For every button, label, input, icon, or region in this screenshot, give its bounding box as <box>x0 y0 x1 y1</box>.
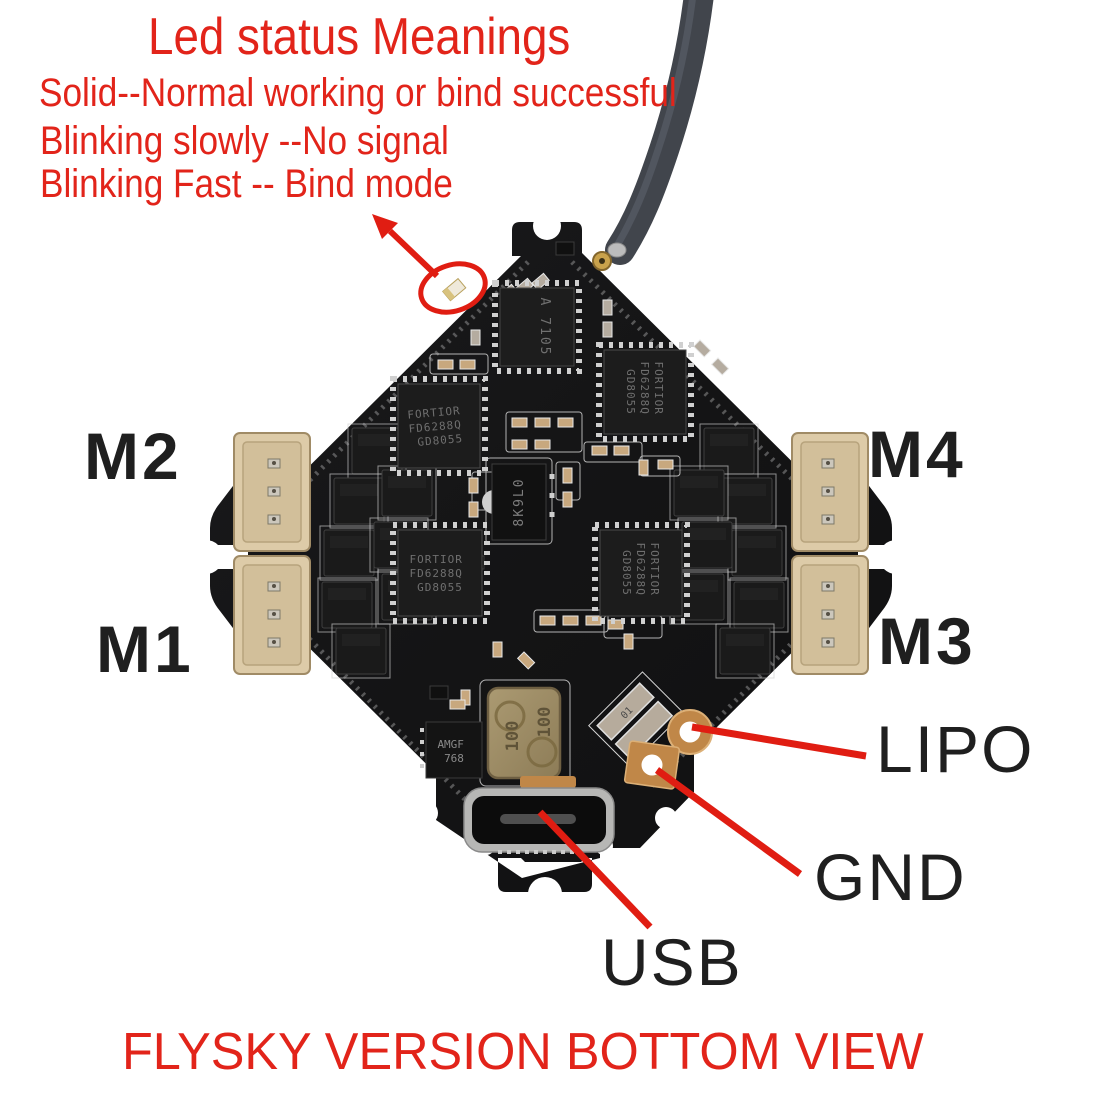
legend-line-blink-slow: Blinking slowly --No signal <box>40 119 449 163</box>
svg-text:A 7105: A 7105 <box>537 298 552 357</box>
motor-connector-m1 <box>233 555 311 675</box>
svg-text:AMGF 768: AMGF 768 <box>437 738 470 765</box>
svg-text:FORTIOR FD6288Q GD: FORTIOR FD6288Q GD8055 <box>410 553 471 594</box>
svg-text:100: 100 <box>503 721 523 752</box>
motor-label-m3: M3 <box>878 604 976 678</box>
lipo-callout-line <box>691 723 867 760</box>
motor-label-m2: M2 <box>84 419 182 493</box>
pad-label-gnd: GND <box>814 840 967 914</box>
svg-text:100: 100 <box>535 707 555 738</box>
svg-text:FORTIOR FD6288Q GD: FORTIOR FD6288Q GD8055 <box>624 362 665 423</box>
gnd-callout-line <box>654 767 803 877</box>
motor-connector-m2 <box>233 432 311 552</box>
driver-chip-top-left: FORTIOR FD6288Q GD8055 <box>390 376 488 476</box>
pad-label-usb: USB <box>601 925 743 999</box>
svg-text:FORTIOR FD6288Q GD: FORTIOR FD6288Q GD8055 <box>407 403 471 449</box>
driver-chip-top-right: FORTIOR FD6288Q GD8055 <box>596 342 694 442</box>
motor-connector-m3 <box>791 555 869 675</box>
legend-title: Led status Meanings <box>148 8 571 66</box>
pcb-board <box>189 212 913 911</box>
led-circle-annotation <box>418 261 488 315</box>
mounting-notches <box>189 212 913 911</box>
motor-connector-m4 <box>791 432 869 552</box>
annotations <box>372 214 867 930</box>
rf-chip-a7105: A 7105 <box>492 280 582 374</box>
power-inductor: 100 100 <box>486 686 562 780</box>
caption-version: FLYSKY VERSION BOTTOM VIEW <box>122 1023 924 1081</box>
status-led <box>442 277 467 302</box>
legend-line-solid: Solid--Normal working or bind successful <box>39 71 677 115</box>
legend-line-blink-fast: Blinking Fast -- Bind mode <box>40 162 453 206</box>
driver-chip-bottom-right: FORTIOR FD6288Q GD8055 <box>592 522 690 624</box>
motor-label-m4: M4 <box>868 417 966 491</box>
driver-chip-bottom-left: FORTIOR FD6288Q GD8055 <box>390 522 490 624</box>
svg-text:8K9L0: 8K9L0 <box>512 477 527 526</box>
regulator-chip: 8K9L0 <box>482 463 555 541</box>
pmic-chip: AMGF 768 <box>420 721 483 779</box>
motor-label-m1: M1 <box>96 612 194 686</box>
led-arrow <box>372 214 440 279</box>
usb-callout-line <box>537 809 653 930</box>
antenna-solder-joint <box>607 242 627 258</box>
usb-connector <box>463 776 615 854</box>
svg-text:FORTIOR FD6288Q GD: FORTIOR FD6288Q GD8055 <box>620 543 661 604</box>
pad-label-lipo: LIPO <box>876 712 1035 786</box>
antenna-wire <box>605 0 714 265</box>
